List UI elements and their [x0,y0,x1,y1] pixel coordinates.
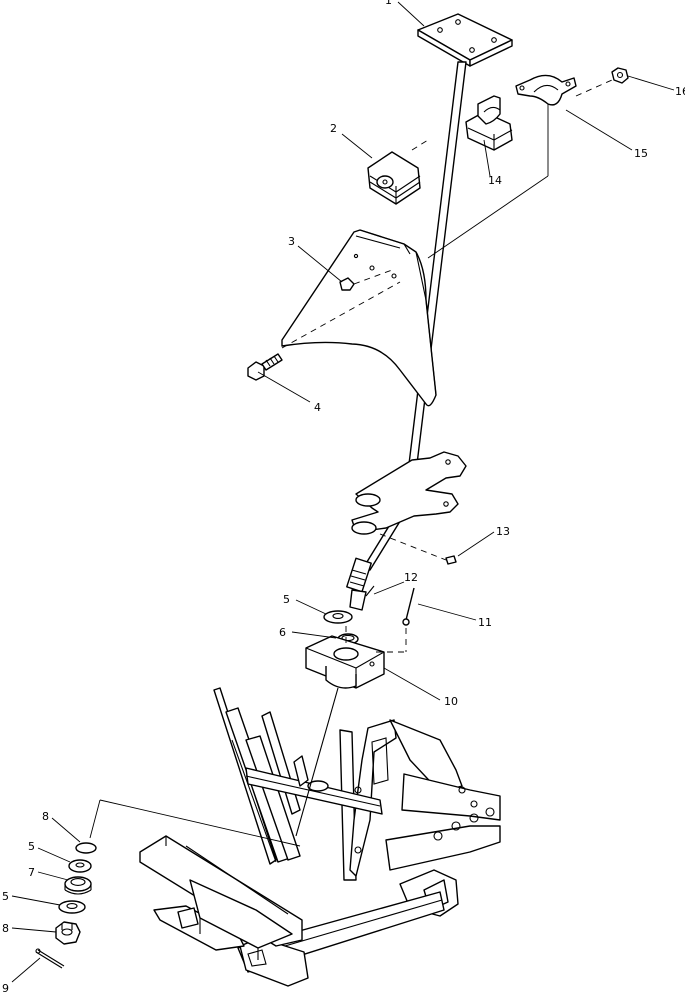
callout-1: 1 [385,0,392,7]
callout-8-lower: 8 [2,922,9,935]
callout-14: 14 [488,174,502,187]
post-support-bracket [351,451,467,561]
cotter-pin-lower [35,948,65,969]
lower-washer-5b [58,900,86,914]
cotter-pin-upper [365,585,375,597]
callout-10: 10 [444,695,458,708]
callout-12: 12 [404,571,418,584]
callout-4: 4 [314,401,321,414]
upper-washer [323,610,353,624]
callout-15: 15 [634,147,648,160]
bracket-bolt-small [339,269,393,291]
handlebar-mount-plate [417,13,513,67]
callout-5-lower-a: 5 [28,840,35,853]
callout-13: 13 [496,525,510,538]
lower-washer-8 [75,842,97,854]
callout-7: 7 [28,866,35,879]
callout-8-upper: 8 [42,810,49,823]
callout-3: 3 [288,235,295,248]
vehicle-frame [139,687,501,987]
callout-2: 2 [330,122,337,135]
lower-bearing-7 [64,876,92,895]
upper-bushing [465,95,513,151]
steering-bearing-block [305,635,385,689]
steering-clamp [515,74,577,106]
callout-11: 11 [478,616,492,629]
retaining-pin [402,587,415,626]
lower-washer-5a [68,859,92,873]
clamp-nut [611,67,629,84]
callout-5-lower-b: 5 [2,890,9,903]
castle-nut [55,921,81,945]
callout-6: 6 [279,626,286,639]
bracket-screw [445,555,457,565]
mounting-bracket [281,229,437,407]
bushing-block [367,151,421,205]
leader-lines [11,1,675,983]
callout-9: 9 [2,982,9,993]
callout-16: 16 [675,85,685,98]
callout-5-upper: 5 [283,593,290,606]
bracket-bolt-long [247,281,401,381]
